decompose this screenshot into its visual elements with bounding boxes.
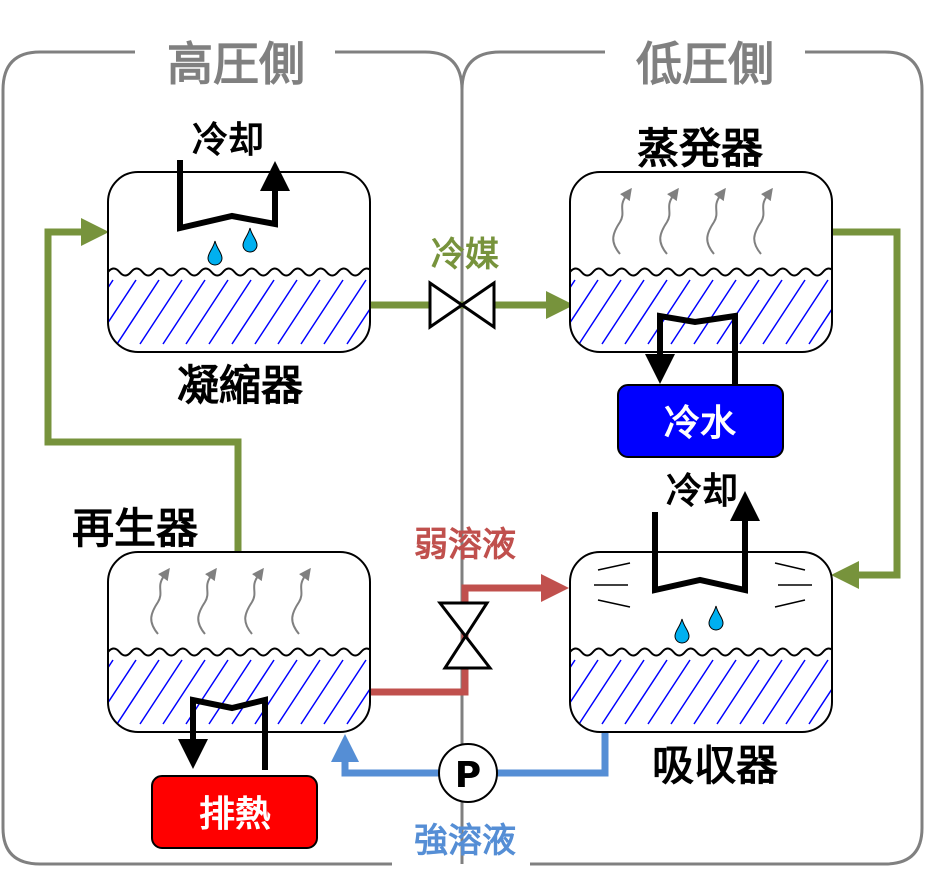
vapor-arrow-icon bbox=[706, 187, 726, 255]
high-pressure-side-label: 高圧側 bbox=[167, 37, 305, 91]
evaporator-vessel bbox=[569, 171, 833, 353]
liquid-hatch bbox=[570, 279, 832, 345]
pump: P bbox=[438, 743, 498, 803]
condenser-label: 凝縮器 bbox=[177, 361, 304, 410]
liquid-hatch bbox=[108, 279, 370, 345]
droplet-icon bbox=[207, 240, 223, 266]
spray-lines bbox=[594, 562, 812, 608]
refrigerant-label: 冷媒 bbox=[431, 235, 500, 275]
absorber-cooling-coil-icon bbox=[652, 491, 760, 594]
vapor-arrow-icon bbox=[753, 187, 773, 255]
evaporator-coil-icon bbox=[645, 312, 738, 385]
pump-icon bbox=[438, 743, 498, 803]
liquid-surface bbox=[108, 267, 370, 277]
droplet-icon bbox=[708, 605, 724, 631]
exhaust-heat-label: 排熱 bbox=[199, 794, 271, 835]
regenerator-vessel bbox=[107, 551, 371, 733]
weak-solution-label: 弱溶液 bbox=[414, 525, 516, 565]
chilled-water-box: 冷水 bbox=[617, 384, 784, 458]
liquid-surface bbox=[570, 647, 832, 657]
exhaust-heat-box: 排熱 bbox=[151, 775, 318, 849]
pressure-frame bbox=[1, 50, 924, 866]
strong-solution-label: 強溶液 bbox=[414, 821, 516, 861]
expansion-valve-icon bbox=[428, 280, 496, 330]
condenser-cooling-label: 冷却 bbox=[192, 120, 264, 161]
condenser-cooling-coil-icon bbox=[177, 160, 290, 232]
absorber-vessel bbox=[569, 551, 833, 733]
evaporator-label: 蒸発器 bbox=[637, 124, 764, 173]
condenser-vessel bbox=[107, 171, 371, 353]
chilled-water-label: 冷水 bbox=[664, 403, 737, 444]
vapor-arrow-icon bbox=[291, 567, 311, 635]
droplet-icon bbox=[242, 227, 258, 253]
pump-label: P bbox=[455, 755, 481, 796]
droplet-icon bbox=[674, 618, 690, 644]
absorber-label: 吸収器 bbox=[652, 741, 779, 790]
solution-valve-icon bbox=[436, 601, 494, 670]
liquid-surface bbox=[570, 267, 832, 277]
regenerator-heating-coil-icon bbox=[178, 696, 268, 770]
vapor-arrow-icon bbox=[244, 567, 264, 635]
vapor-arrow-icon bbox=[150, 567, 170, 635]
regenerator-label: 再生器 bbox=[72, 504, 199, 553]
low-pressure-side-label: 低圧側 bbox=[636, 37, 774, 91]
liquid-hatch bbox=[108, 659, 370, 725]
vapor-arrow-icon bbox=[197, 567, 217, 635]
absorber-cooling-label: 冷却 bbox=[666, 471, 738, 512]
liquid-hatch bbox=[570, 659, 832, 725]
liquid-surface bbox=[108, 647, 370, 657]
vapor-arrow-icon bbox=[612, 187, 632, 255]
vapor-arrow-icon bbox=[659, 187, 679, 255]
